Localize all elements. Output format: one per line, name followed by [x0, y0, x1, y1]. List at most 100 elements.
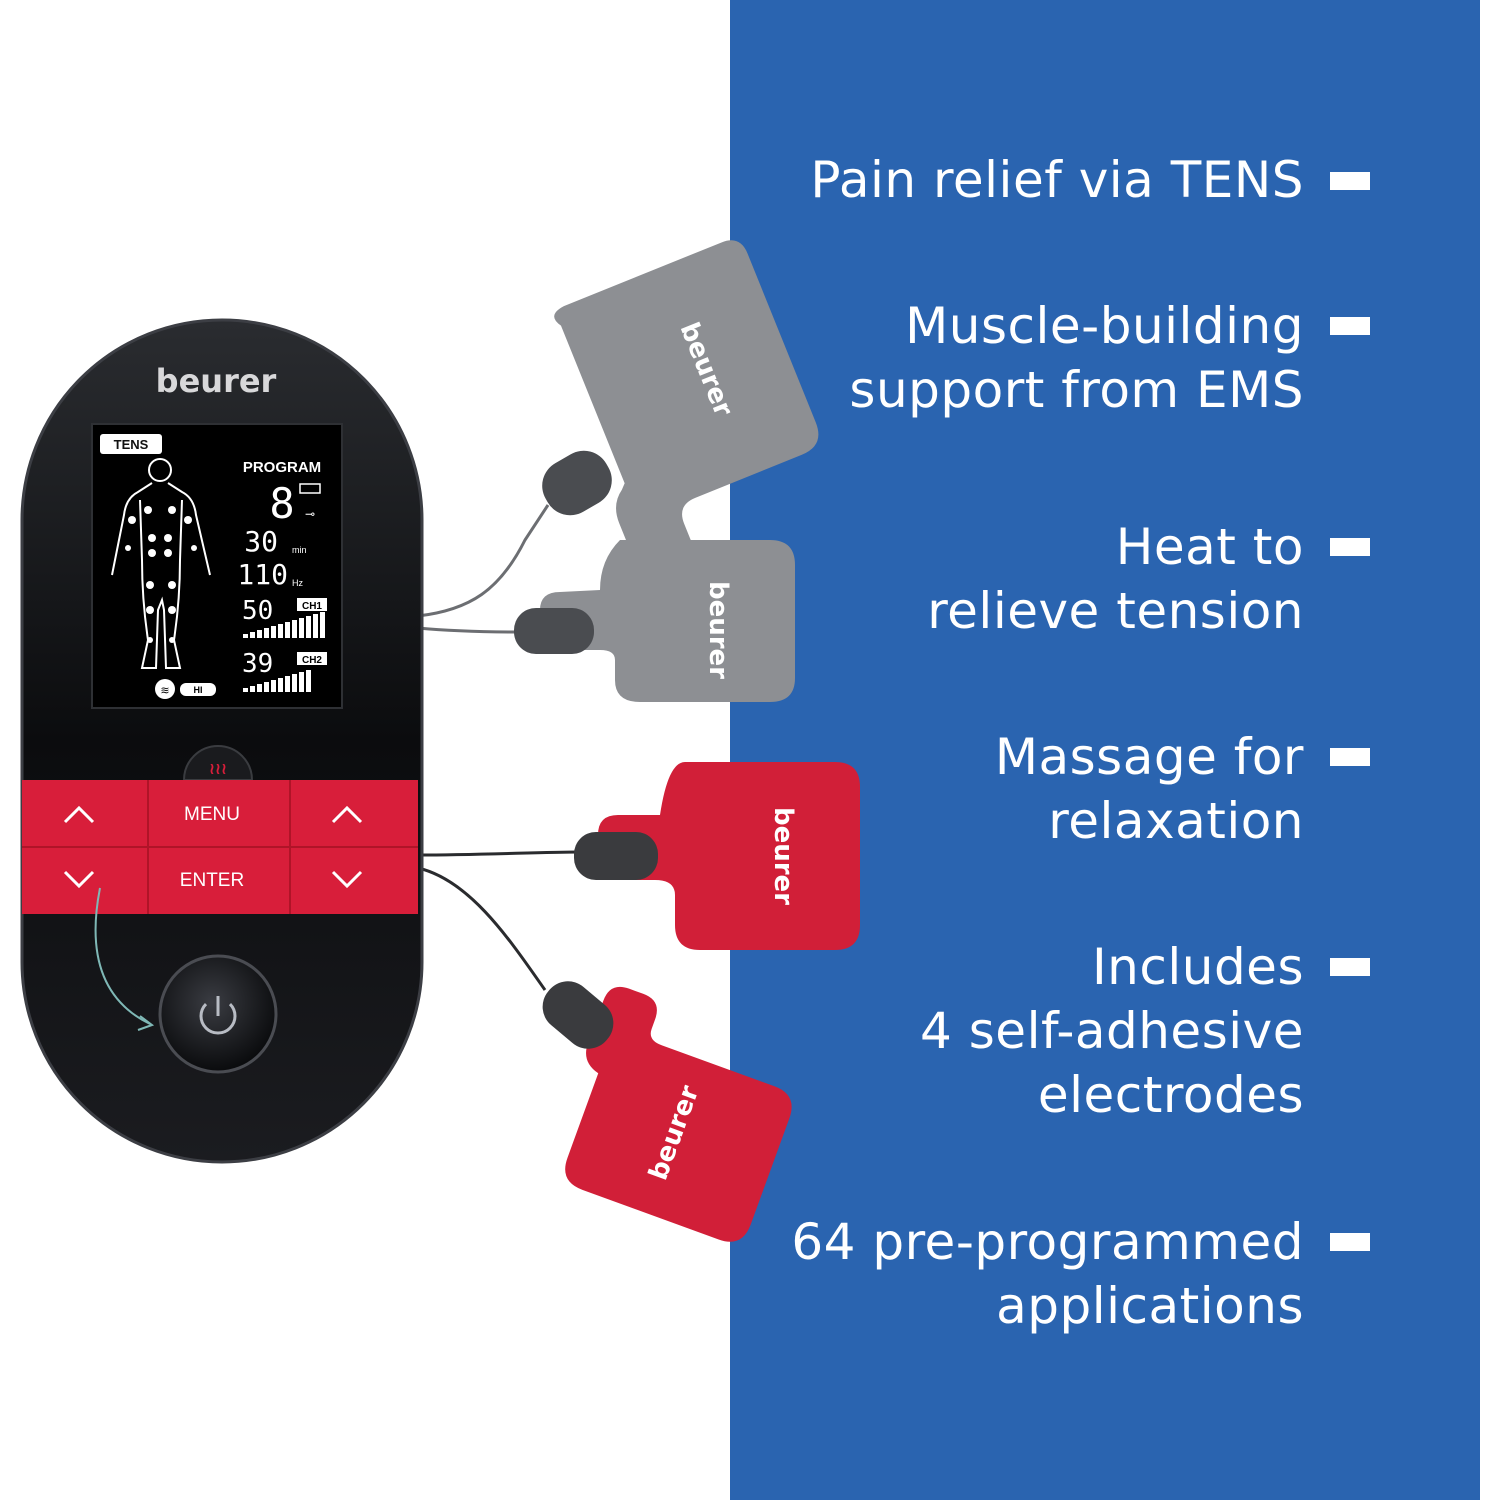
arrow-icon [94, 887, 151, 1025]
pad-connector-4 [542, 981, 614, 1049]
ch1-down-button[interactable] [24, 849, 146, 912]
heat-level-badge [180, 683, 216, 696]
level-bar [250, 632, 255, 638]
feature-line: 64 pre-programmed [791, 1213, 1304, 1271]
level-bar [292, 620, 297, 638]
pad-connector-1 [542, 450, 612, 516]
level-bar [257, 630, 262, 638]
mode-badge-text: TENS [114, 437, 149, 452]
feature-line: support from EMS [849, 361, 1304, 419]
heat-icon: ≀≀≀ [209, 759, 227, 778]
feature-heat: Heat to relieve tension [927, 515, 1304, 643]
level-bar [271, 680, 276, 692]
bullet-icon [1330, 172, 1370, 190]
level-bar [243, 634, 248, 638]
feature-line: relieve tension [927, 582, 1304, 640]
level-bar [243, 688, 248, 692]
time-unit: min [292, 545, 307, 555]
channel2-value: 39 [242, 649, 273, 679]
level-bar [299, 672, 304, 692]
level-bar [313, 614, 318, 638]
key-lock-icon: ⊸ [305, 507, 315, 521]
feature-programs: 64 pre-programmed applications [791, 1210, 1304, 1338]
bullet-icon [1330, 1233, 1370, 1251]
level-bar [264, 682, 269, 692]
level-bar [292, 674, 297, 692]
level-bar [257, 684, 262, 692]
program-label: PROGRAM [243, 459, 321, 476]
red-electrode-pad-1: beurer [574, 762, 860, 950]
heat-level-text: HI [194, 685, 203, 695]
chevron-down-icon [331, 870, 363, 889]
heat-button[interactable]: ≀≀≀ [182, 745, 254, 781]
level-bar [278, 678, 283, 692]
body-figure-icon [111, 458, 211, 669]
feature-line: relaxation [1048, 792, 1304, 850]
level-bar [306, 616, 311, 638]
arrow-head-icon [137, 1015, 155, 1031]
battery-icon [299, 483, 321, 494]
chevron-up-icon [331, 805, 363, 824]
program-number: 8 [269, 479, 294, 528]
chevron-up-icon [63, 805, 95, 824]
pad-brand-label: beurer [768, 807, 798, 905]
time-value: 30 [244, 525, 278, 558]
feature-line: Muscle-building [905, 297, 1304, 355]
brand-logo: beurer [156, 362, 277, 400]
pad-brand-label: beurer [703, 581, 733, 679]
enter-button[interactable]: ENTER [150, 849, 288, 912]
frequency-value: 110 [237, 558, 288, 591]
feature-massage: Massage for relaxation [995, 725, 1304, 853]
level-bar [250, 686, 255, 692]
menu-label: MENU [184, 804, 240, 825]
feature-electrodes: Includes 4 self-adhesive electrodes [920, 935, 1304, 1127]
channel1-label: CH1 [302, 601, 322, 612]
enter-label: ENTER [180, 870, 244, 891]
channel1-badge [297, 598, 327, 611]
red-electrode-pad-2: beurer [565, 986, 792, 1242]
feature-line: Includes [1091, 938, 1304, 996]
electrode-cables [417, 504, 581, 991]
level-bar [299, 618, 304, 638]
level-bar [285, 622, 290, 638]
level-bar [278, 624, 283, 638]
ch2-up-button[interactable] [292, 782, 416, 845]
feature-line: Heat to [1115, 518, 1304, 576]
feature-line: applications [996, 1277, 1304, 1335]
feature-tens: Pain relief via TENS [810, 148, 1304, 212]
channel1-level-bars [243, 612, 325, 638]
feature-line: Pain relief via TENS [810, 151, 1304, 209]
power-icon [199, 1002, 237, 1035]
feature-line: electrodes [1037, 1066, 1304, 1124]
pad-connector-3 [574, 832, 658, 880]
channel2-level-bars [243, 670, 311, 692]
frequency-unit: Hz [292, 578, 303, 588]
ch1-up-button[interactable] [24, 782, 146, 845]
heat-waves-icon: ≋ [160, 684, 169, 697]
level-bar [285, 676, 290, 692]
gray-electrode-pad-2: beurer [514, 540, 795, 702]
channel2-badge [297, 652, 327, 665]
level-bar [271, 626, 276, 638]
mode-badge [100, 434, 162, 454]
gray-electrode-pad-1: beurer [554, 240, 819, 585]
bullet-icon [1330, 317, 1370, 335]
channel2-label: CH2 [302, 655, 322, 666]
feature-line: 4 self-adhesive [920, 1002, 1304, 1060]
feature-line: Massage for [994, 728, 1304, 786]
channel1-value: 50 [242, 596, 273, 626]
bullet-icon [1330, 538, 1370, 556]
level-bar [306, 670, 311, 692]
bullet-icon [1330, 958, 1370, 976]
heat-indicator-icon [155, 679, 175, 699]
level-bar [264, 628, 269, 638]
chevron-down-icon [63, 870, 95, 889]
power-button[interactable] [158, 954, 278, 1074]
pad-connector-2 [514, 608, 594, 654]
feature-ems: Muscle-building support from EMS [849, 294, 1304, 422]
menu-button[interactable]: MENU [150, 782, 288, 845]
electrode-points [125, 506, 197, 643]
level-bar [320, 612, 325, 638]
ch2-down-button[interactable] [292, 849, 416, 912]
